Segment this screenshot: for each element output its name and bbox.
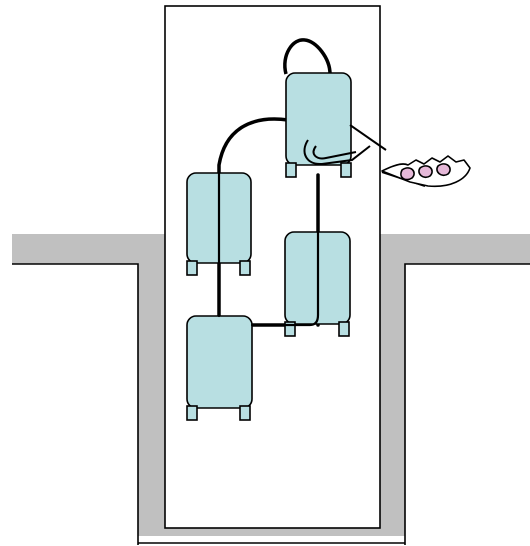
ground-left bbox=[12, 234, 165, 264]
pit-wall-right bbox=[380, 264, 405, 535]
hand-icon bbox=[381, 155, 471, 188]
suitcase-handle bbox=[283, 38, 332, 75]
pit-outline-outer-left bbox=[12, 263, 139, 545]
pit-wall-left bbox=[138, 264, 165, 535]
shaft-frame bbox=[164, 5, 381, 529]
ground-right bbox=[380, 234, 530, 264]
pit-floor bbox=[138, 528, 405, 536]
pit-outline-outer-right bbox=[404, 263, 530, 545]
pit bbox=[12, 234, 530, 545]
suitcase-icon bbox=[285, 72, 352, 178]
rope-overlay bbox=[217, 171, 320, 327]
suitcase-icon bbox=[186, 315, 253, 421]
